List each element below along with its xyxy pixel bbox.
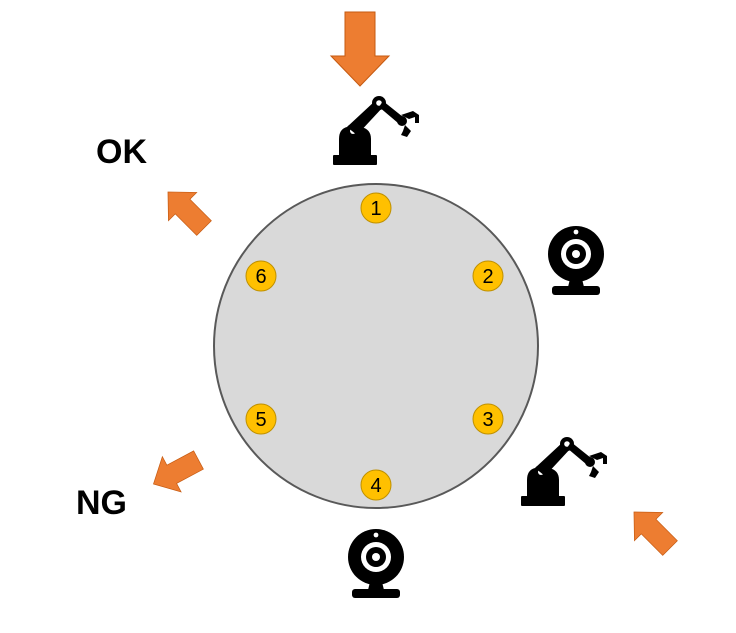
station-3: 3 bbox=[472, 403, 504, 435]
robot-arm-icon bbox=[521, 437, 607, 506]
ok-output-arrow bbox=[153, 177, 219, 243]
station-1: 1 bbox=[360, 192, 392, 224]
robot-arm-icon bbox=[333, 96, 419, 165]
webcam-icon bbox=[548, 226, 604, 295]
station-4: 4 bbox=[360, 469, 392, 501]
webcam-icon bbox=[348, 529, 404, 598]
station-6: 6 bbox=[245, 260, 277, 292]
rotary-table bbox=[213, 183, 539, 509]
station-2: 2 bbox=[472, 260, 504, 292]
ng-label: NG bbox=[76, 484, 127, 522]
ok-label: OK bbox=[96, 133, 147, 171]
station-5-label: 5 bbox=[255, 409, 266, 431]
station-6-label: 6 bbox=[255, 266, 266, 288]
station-2-label: 2 bbox=[482, 266, 493, 288]
station-1-label: 1 bbox=[370, 198, 381, 220]
station-5: 5 bbox=[245, 403, 277, 435]
station-4-label: 4 bbox=[370, 475, 381, 497]
input-arrow-bottom-right bbox=[619, 497, 685, 563]
input-arrow-top bbox=[330, 11, 390, 87]
station-3-label: 3 bbox=[482, 409, 493, 431]
ng-output-arrow bbox=[143, 441, 209, 503]
